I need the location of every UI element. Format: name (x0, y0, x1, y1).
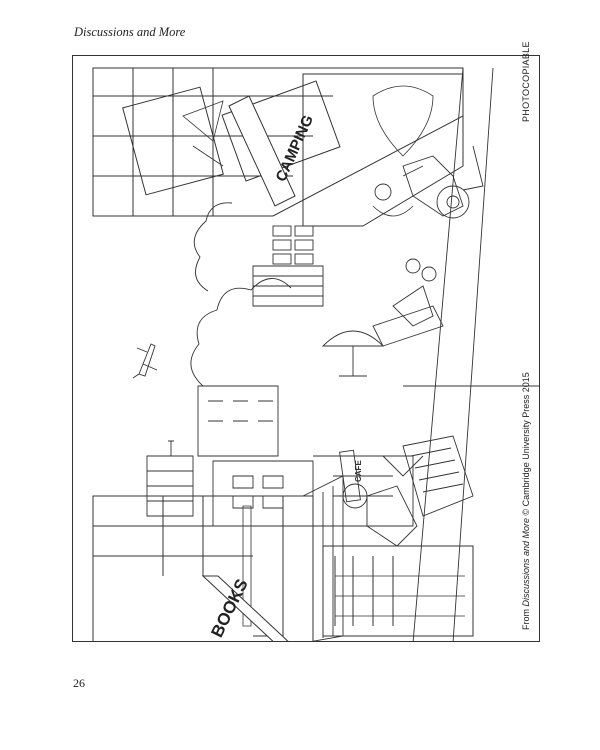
copyright-credit: From Discussions and More © Cambridge Un… (521, 372, 531, 630)
street-line (452, 67, 494, 641)
awning (302, 475, 344, 641)
cafe-umbrellas (321, 258, 444, 377)
credit-suffix: © Cambridge University Press 2015 (521, 372, 531, 518)
books-sign-board (201, 575, 289, 641)
street-scene-illustration: CAFE BOOKS (92, 67, 539, 641)
cafe-sign: CAFE (354, 460, 363, 482)
airplane (132, 343, 158, 379)
cloud (193, 202, 233, 292)
camping-sign: CAMPING (273, 113, 317, 185)
credit-title: Discussions and More (521, 517, 531, 607)
page-number: 26 (73, 676, 85, 690)
bookstore (92, 495, 474, 641)
running-head: Discussions and More (74, 25, 186, 39)
person-wheelchair (374, 145, 484, 219)
apartment-windows (252, 225, 324, 307)
photocopiable-label: PHOTOCOPIABLE (521, 41, 531, 122)
camping-sign-board (228, 95, 296, 207)
spire-building (146, 385, 314, 527)
cloud (190, 278, 292, 387)
street-line (412, 67, 464, 641)
illustration-frame: CAFE BOOKS (72, 55, 540, 642)
man-reading-newspaper (342, 435, 474, 547)
credit-prefix: From (521, 606, 531, 630)
